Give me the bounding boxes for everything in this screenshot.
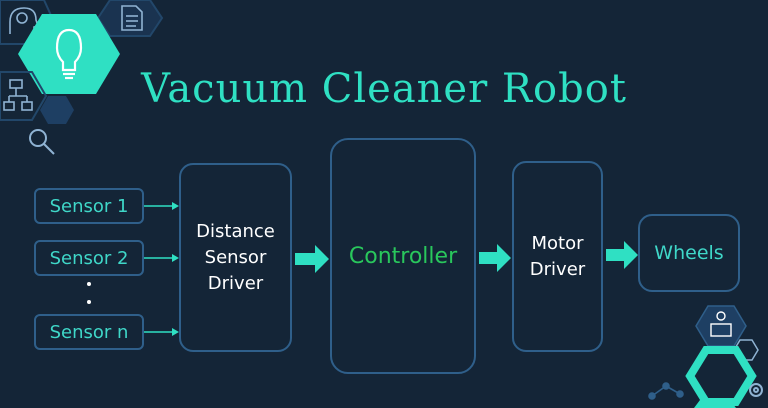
brain-head-icon <box>9 7 40 34</box>
sensor-n-box: Sensor n <box>34 314 144 350</box>
sensor-n-label: Sensor n <box>49 321 129 343</box>
lightbulb-icon <box>55 28 83 80</box>
controller-to-motor-arrow <box>479 244 511 272</box>
motor-driver-label: Motor Driver <box>530 231 585 283</box>
sensor-1-label: Sensor 1 <box>49 195 129 217</box>
ellipsis-dot <box>87 282 91 286</box>
label-line: Sensor <box>204 246 267 268</box>
motor-driver-box: Motor Driver <box>512 161 603 352</box>
sensor-1-box: Sensor 1 <box>34 188 144 224</box>
sensor-n-arrow <box>144 328 179 336</box>
distance-sensor-driver-box: Distance Sensor Driver <box>179 163 292 352</box>
decor-hex <box>694 400 736 408</box>
controller-box: Controller <box>330 138 476 374</box>
flowchart-icon <box>3 79 33 111</box>
motor-to-wheels-arrow <box>606 241 638 269</box>
controller-label: Controller <box>348 243 458 269</box>
decor-hex <box>685 346 757 406</box>
developer-icon <box>710 311 732 337</box>
magnifier-icon <box>29 129 55 155</box>
page-title: Vacuum Cleaner Robot <box>141 66 627 112</box>
sensor-2-arrow <box>144 254 179 262</box>
distance-sensor-driver-label: Distance Sensor Driver <box>196 219 275 297</box>
sensor-2-label: Sensor 2 <box>49 247 129 269</box>
label-line: Driver <box>207 272 264 294</box>
lightbulb-hex <box>18 14 120 94</box>
sensor-2-box: Sensor 2 <box>34 240 144 276</box>
wheels-box: Wheels <box>638 214 740 292</box>
label-line: Driver <box>529 258 586 280</box>
decor-hex <box>0 71 48 121</box>
driver-to-controller-arrow <box>295 245 329 273</box>
label-line: Distance <box>196 220 275 242</box>
document-icon <box>121 5 143 31</box>
gear-icon <box>749 383 763 397</box>
network-icon <box>648 382 684 400</box>
sensor-1-arrow <box>144 202 179 210</box>
label-line: Motor <box>531 232 584 254</box>
ellipsis-dot <box>87 300 91 304</box>
decor-hex <box>40 96 74 124</box>
wheels-label: Wheels <box>654 242 724 264</box>
